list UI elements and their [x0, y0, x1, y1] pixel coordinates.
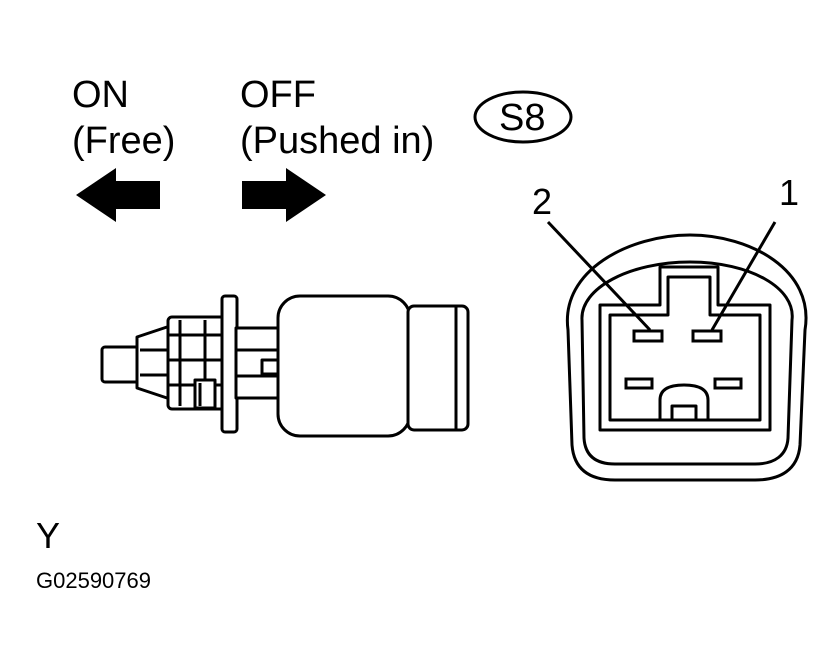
terminal-2-slot	[632, 329, 664, 343]
locking-tab	[658, 383, 710, 420]
stop-lamp-switch	[100, 294, 470, 438]
terminal-slot-lower-left	[624, 377, 654, 390]
connector-cavity-inner	[608, 275, 762, 422]
retaining-clip	[193, 378, 217, 410]
leader-line-terminal-1	[710, 221, 777, 331]
off-label: OFF	[240, 74, 316, 116]
plunger	[100, 345, 142, 384]
connector-cavity	[598, 265, 772, 432]
switch-body	[276, 294, 412, 438]
terminal-slot-lower-right	[713, 377, 743, 390]
connector-id-label: S8	[499, 97, 546, 139]
switch-connector-housing	[406, 304, 470, 432]
off-sub-label: (Pushed in)	[240, 120, 435, 162]
view-letter: Y	[36, 515, 61, 556]
connector-outer-shell	[565, 233, 808, 482]
on-sub-label: (Free)	[72, 120, 176, 162]
left-arrow-icon	[76, 168, 160, 222]
leader-line-terminal-2	[546, 220, 652, 332]
connector-inner-shell	[580, 260, 794, 466]
right-arrow-icon	[242, 168, 326, 222]
connector-id-ellipse	[473, 90, 573, 144]
connector-front-view	[565, 233, 808, 482]
terminal-1-label: 1	[779, 172, 800, 213]
terminals	[624, 329, 743, 390]
figure-code: G02590769	[36, 568, 151, 593]
terminal-2-label: 2	[532, 181, 553, 222]
terminal-1-slot	[691, 329, 723, 343]
on-label: ON	[72, 74, 129, 116]
